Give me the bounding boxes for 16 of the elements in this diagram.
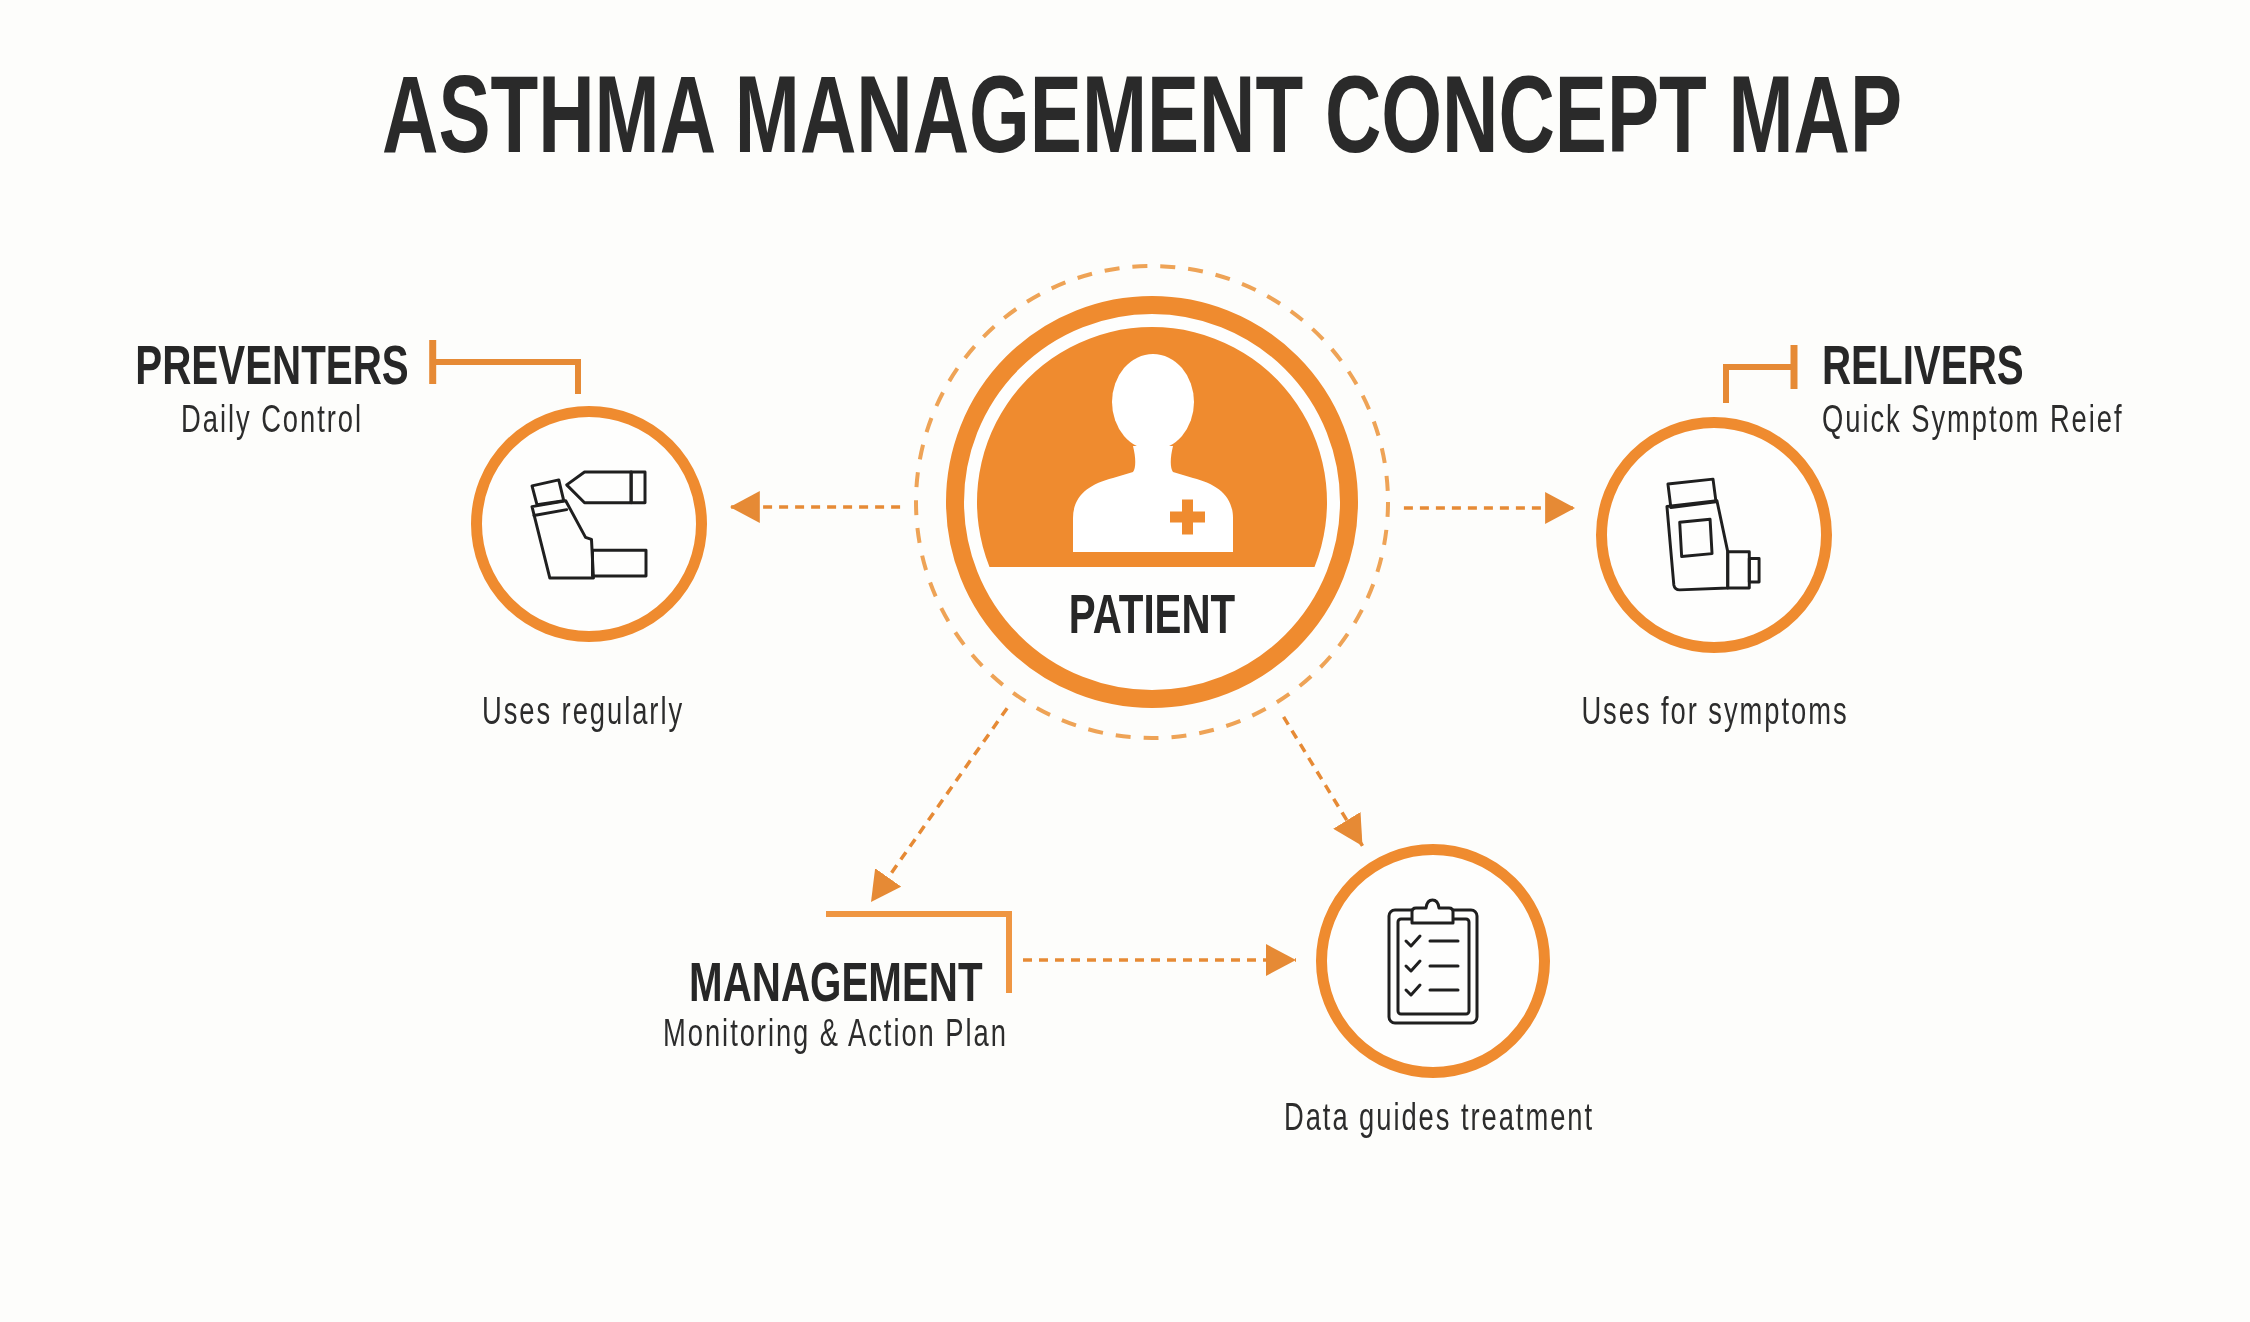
caption-text: Uses regularly: [481, 689, 685, 734]
dashed-arrow: [1023, 944, 1296, 976]
caption-text: Data guides treatment: [1284, 1095, 1594, 1140]
subtitle-text: Monitoring & Action Plan: [663, 1011, 1008, 1056]
heading-text: MANAGEMENT: [689, 954, 983, 1010]
dashed-arrow: [729, 491, 901, 523]
caption-text: Uses for symptoms: [1581, 689, 1849, 734]
node-label: PATIENT: [1068, 586, 1236, 642]
subtitle-text: Quick Symptom Reief: [1822, 397, 2124, 442]
dashed-arrow: [1282, 716, 1364, 847]
heading-text: RELIVERS: [1822, 337, 2024, 393]
subtitle-text: Daily Control: [181, 397, 363, 442]
dashed-arrow: [869, 707, 1009, 903]
diagram-title: ASTHMA MANAGEMENT CONCEPT MAP: [382, 59, 1902, 169]
dashed-arrow: [1403, 492, 1576, 524]
heading-text: PREVENTERS: [135, 337, 409, 393]
